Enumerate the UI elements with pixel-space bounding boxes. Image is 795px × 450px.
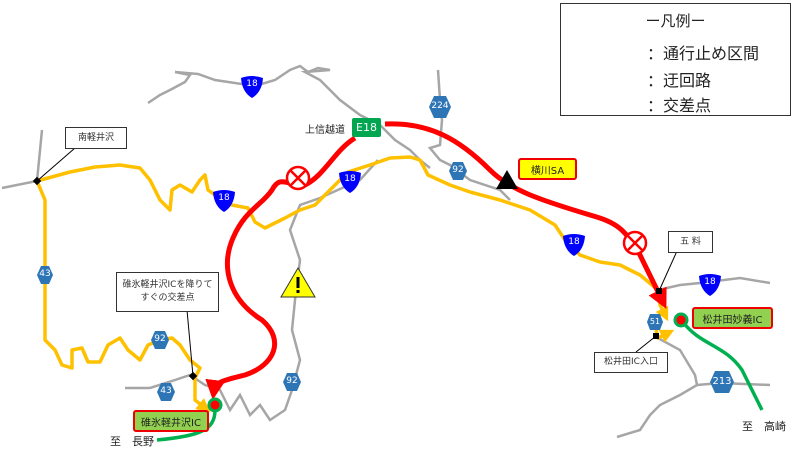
route-18-shield [563,234,585,256]
route-18-label: 18 [704,277,716,287]
expressway-e18-shield [352,118,381,137]
to-takasaki-label: 至 高崎 [742,420,786,433]
route-18-shield [699,274,721,296]
ic-marker-usui [207,397,223,413]
usui-karuizawa-ic-label: 碓氷軽井沢IC [133,410,209,432]
intersection-nodes [32,176,662,381]
legend-closure-label: ：通行止め区間 [647,44,760,63]
intersection-leaders [36,147,678,377]
route-92-label: 92 [154,334,166,344]
route-43-label: 43 [160,386,172,396]
legend-detour-label: ：迂回路 [647,71,712,90]
route-18-shield [339,171,361,193]
legend: ー凡例ー ：通行止め区間 ：迂回路 ：交差点 [560,3,791,116]
warning-icon [280,267,316,298]
ic-marker-matsuida [673,312,689,328]
route-92-shield [151,331,169,349]
to-nagano-label: 至 長野 [110,435,154,448]
closure-x-icon [285,165,311,191]
goryo-label: 五 料 [668,231,713,253]
route-51-shield [647,314,663,330]
yokokawa-sa-label: 横川SA [518,158,577,180]
route-18-label: 18 [218,193,230,203]
route-43-label: 43 [39,269,51,279]
usui-exit-intersection-note: 碓氷軽井沢ICを降りて すぐの交差点 [116,272,219,312]
matsuida-myogi-ic-label: 松井田妙義IC [692,307,773,329]
national-route-shields [213,76,721,296]
route-18-shield [213,190,235,212]
matsuida-ic-entrance-label: 松井田IC入口 [594,352,668,373]
route-18-shield [241,76,263,98]
closure-route [205,121,667,400]
route-213-shield [710,371,734,393]
route-18-label: 18 [246,79,258,89]
route-92-label: 92 [452,165,464,175]
expressway-number: E18 [356,121,377,134]
closure-x-icon [622,230,648,256]
pref-route-shields [37,96,734,401]
route-224-shield [429,96,451,118]
service-area-icon [496,170,518,189]
route-43-shield [37,266,53,284]
route-92-shield [449,162,467,180]
route-92-shield [283,373,301,391]
expressway-name: 上信越道 [305,125,345,136]
route-92-label: 92 [286,376,298,386]
ic-access-roads [156,320,764,442]
route-18-label: 18 [344,174,356,184]
route-213-label: 213 [712,376,732,387]
route-51-label: 51 [649,317,661,326]
legend-title: ー凡例ー [645,12,706,30]
route-18-label: 18 [568,237,580,247]
minami-karuizawa-label: 南軽井沢 [65,127,127,149]
route-224-label: 224 [431,101,449,111]
route-43-shield [157,383,175,401]
legend-intersection-label: ：交差点 [647,96,712,115]
